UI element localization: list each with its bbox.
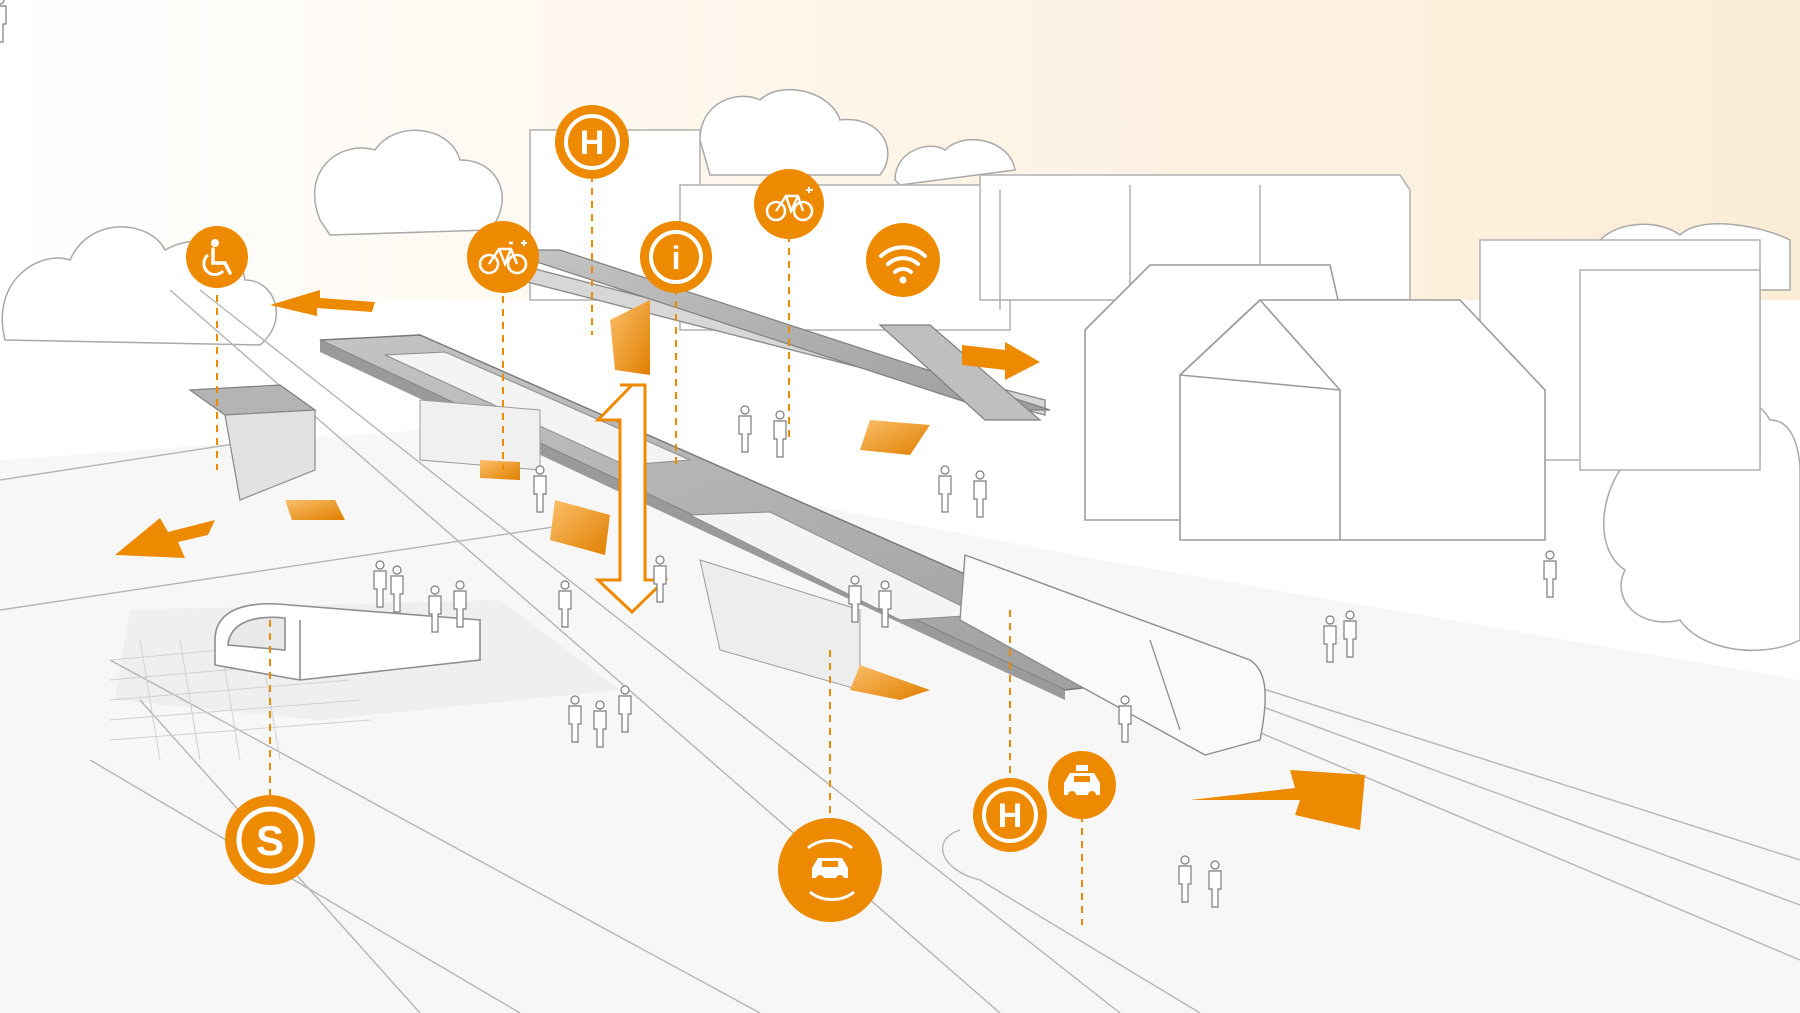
wifi-icon — [866, 223, 940, 297]
houses — [1084, 264, 1546, 541]
vertical-connection-arrow — [594, 383, 669, 615]
svg-text:S: S — [256, 817, 284, 864]
s-bahn-icon: S — [225, 795, 315, 885]
taxi-icon — [1048, 751, 1116, 819]
people — [0, 0, 1557, 908]
bus-stop-icon: H — [973, 778, 1047, 852]
bus-stop-icon: H — [555, 105, 629, 179]
direction-arrows — [115, 290, 1365, 830]
bike-sharing-icon — [467, 221, 539, 293]
leader-lines — [216, 175, 1083, 925]
orange-accents — [285, 300, 930, 700]
station-roofs — [188, 249, 1266, 756]
wheelchair-icon — [186, 226, 248, 288]
icons: H i — [186, 105, 1116, 922]
svg-text:H: H — [998, 797, 1023, 835]
car-sharing-icon — [778, 818, 882, 922]
info-icon: i — [640, 221, 712, 293]
svg-text:i: i — [672, 240, 681, 276]
e-bike-icon — [754, 169, 824, 239]
svg-text:H: H — [580, 124, 605, 162]
